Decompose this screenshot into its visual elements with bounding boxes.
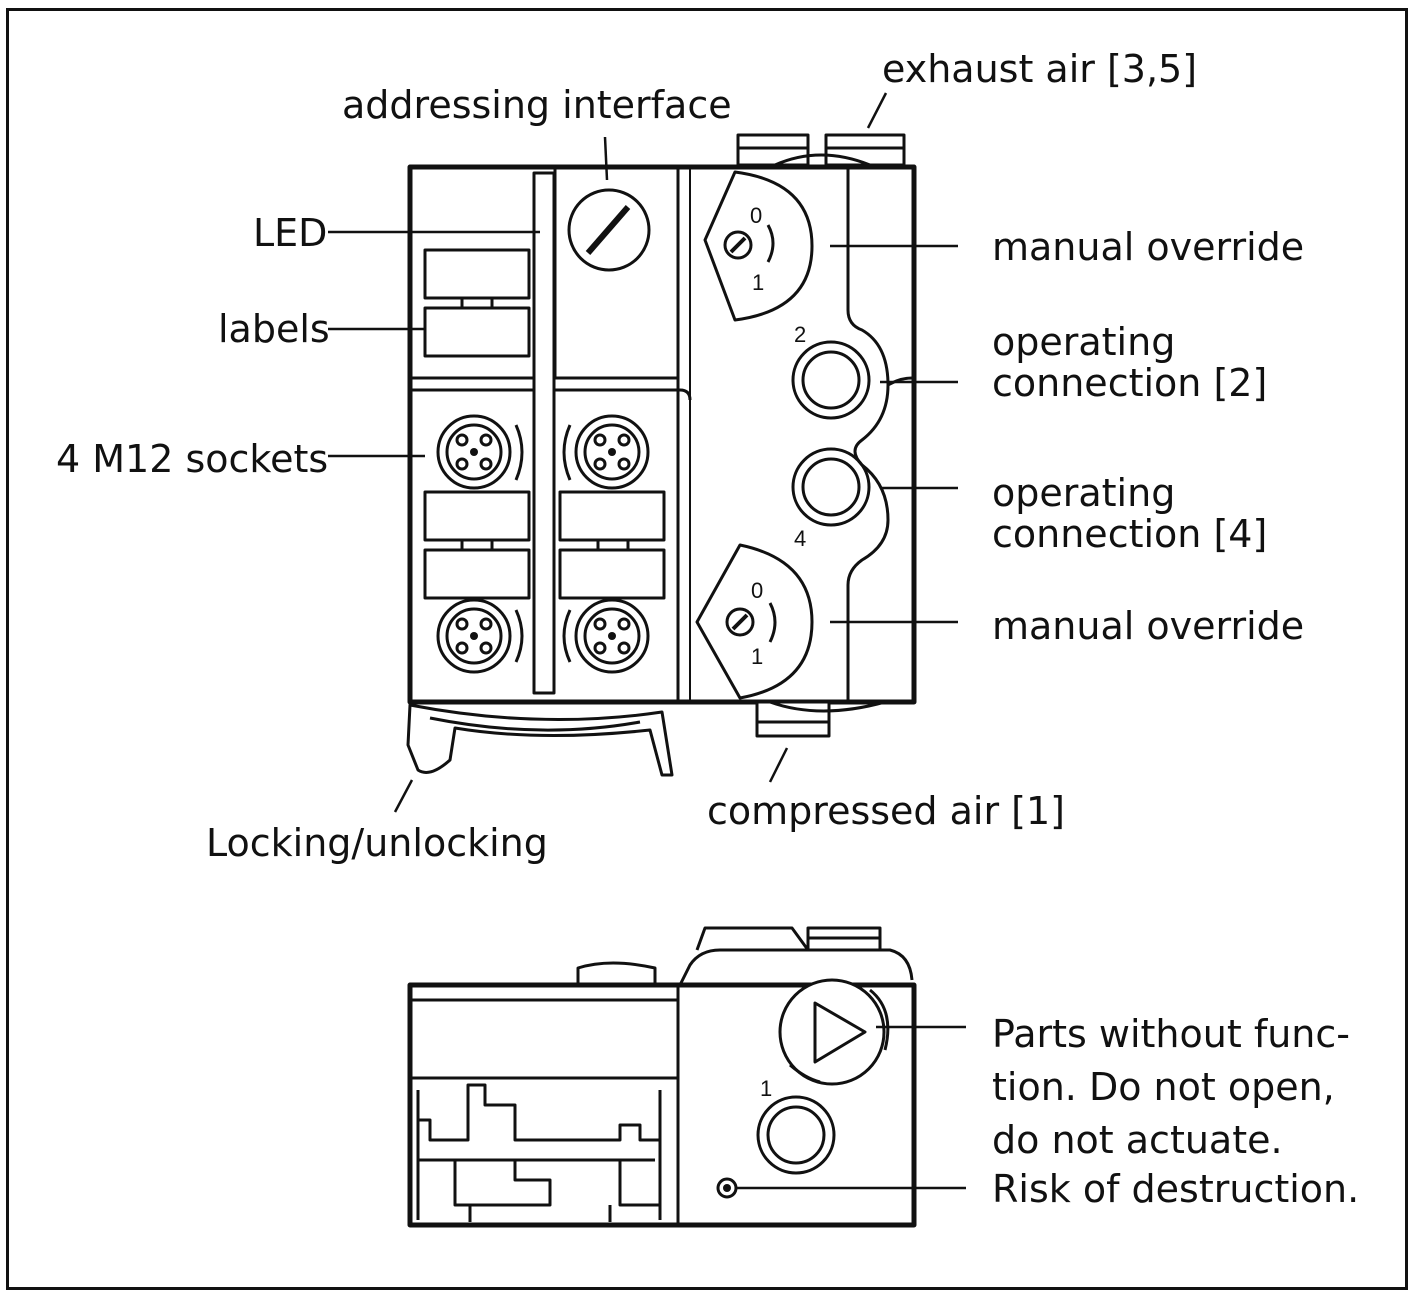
compressed-air-fitting xyxy=(755,700,886,738)
port-2-mark: 2 xyxy=(794,322,806,347)
m12-socket xyxy=(436,414,512,490)
override-bottom-mark-0: 0 xyxy=(751,578,763,603)
label-exhaust-air: exhaust air [3,5] xyxy=(882,47,1198,91)
label-m12-sockets: 4 M12 sockets xyxy=(56,437,329,481)
port-4-mark: 4 xyxy=(794,526,806,551)
diagram-frame xyxy=(6,8,1408,1290)
label-locking-unlocking: Locking/unlocking xyxy=(206,821,548,865)
label-manual-override-top: manual override xyxy=(992,225,1305,269)
leader-lines xyxy=(328,92,966,1190)
operating-connection-4 xyxy=(791,447,871,527)
device-markings: 0 1 2 4 0 1 1 xyxy=(750,203,806,1101)
m12-sockets xyxy=(436,414,650,674)
label-plates-top xyxy=(423,248,531,358)
led-strip xyxy=(532,171,556,695)
override-bottom-mark-1: 1 xyxy=(751,644,763,669)
locking-lever xyxy=(406,703,674,777)
addressing-interface-knob xyxy=(567,188,651,272)
port-1-mark: 1 xyxy=(760,1076,772,1101)
override-top-mark-0: 0 xyxy=(750,203,762,228)
label-manual-override-bottom: manual override xyxy=(992,604,1305,648)
compressed-air-port-side xyxy=(756,1095,836,1175)
exhaust-fittings xyxy=(736,133,906,167)
m12-socket xyxy=(574,414,650,490)
manual-override-top xyxy=(703,170,814,322)
operating-connection-2 xyxy=(791,340,871,420)
function-less-cap xyxy=(778,978,890,1086)
m12-socket xyxy=(574,598,650,674)
override-top-mark-1: 1 xyxy=(752,270,764,295)
label-risk-of-destruction: Risk of destruction. xyxy=(992,1167,1360,1211)
label-led: LED xyxy=(253,211,328,255)
label-parts-without-function: Parts without func-tion. Do not open, do… xyxy=(992,1012,1350,1162)
m12-socket xyxy=(436,598,512,674)
label-compressed-air: compressed air [1] xyxy=(707,789,1065,833)
label-operating-connection-4: operating connection [4] xyxy=(992,471,1268,556)
label-addressing-interface: addressing interface xyxy=(342,83,732,127)
label-plates-bottom xyxy=(423,490,666,600)
label-operating-connection-2: operating connection [2] xyxy=(992,320,1268,405)
manual-override-bottom xyxy=(695,543,814,700)
label-labels: labels xyxy=(218,307,330,351)
side-view-device xyxy=(407,926,917,1228)
top-view-device xyxy=(406,133,917,777)
